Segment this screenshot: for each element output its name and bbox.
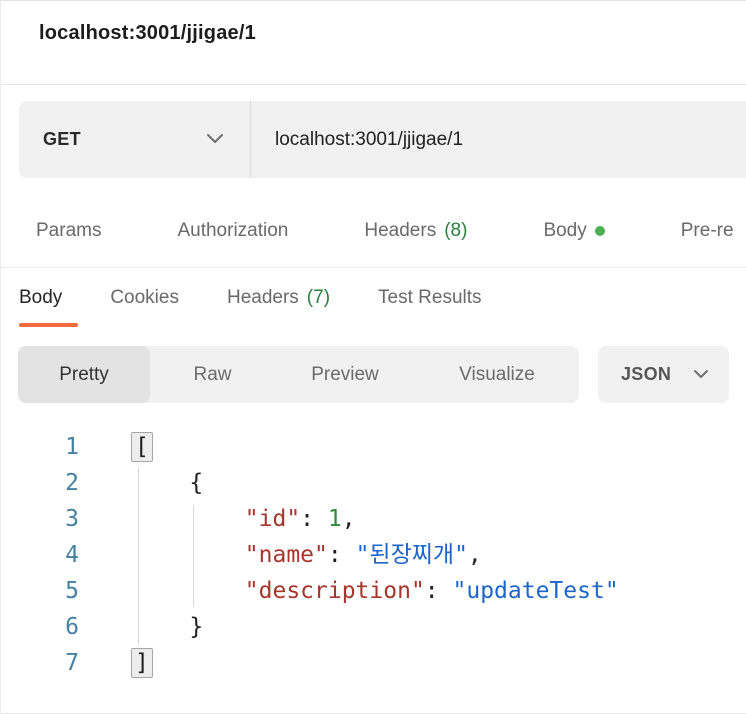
response-format-dropdown[interactable]: JSON [598, 346, 729, 403]
chevron-down-icon [693, 366, 709, 384]
code-content: } [134, 614, 204, 640]
method-select[interactable]: GET [19, 101, 250, 178]
code-line: 4 "name": "된장찌개", [1, 537, 746, 573]
code-line: 7] [1, 645, 746, 681]
matched-bracket-highlight: [ [131, 432, 153, 462]
line-number: 5 [65, 578, 79, 604]
code-content: { [134, 470, 204, 496]
code-content: [ [131, 429, 153, 465]
view-mode-raw[interactable]: Raw [193, 363, 232, 385]
tab-label: Authorization [177, 220, 289, 241]
tab-label: Pre-re [680, 220, 734, 241]
tab-label: Headers [226, 287, 299, 308]
tab-label: Body [19, 287, 63, 308]
tab-params[interactable]: Params [36, 220, 101, 242]
tab-body[interactable]: Body [19, 287, 62, 309]
code-content: "name": "된장찌개", [244, 542, 482, 568]
response-view-mode-toggle: Pretty Raw Preview Visualize [18, 346, 579, 403]
tab-cookies[interactable]: Cookies [110, 287, 179, 309]
code-content: ] [131, 645, 153, 681]
code-line: 6 } [1, 609, 746, 645]
active-tab-underline [19, 323, 78, 327]
view-mode-visualize[interactable]: Visualize [459, 363, 535, 385]
tab-headers[interactable]: Headers (7) [227, 287, 330, 309]
code-line: 2 { [1, 465, 746, 501]
tab-count-badge: (8) [444, 220, 468, 241]
request-url-bar: GET localhost:3001/jjigae/1 [19, 101, 746, 178]
tab-count-badge: (7) [306, 287, 331, 308]
tab-label: Cookies [110, 287, 179, 308]
code-content: "id": 1, [244, 506, 356, 532]
url-text: localhost:3001/jjigae/1 [275, 128, 464, 150]
line-number: 4 [65, 542, 79, 568]
tab-test-results[interactable]: Test Results [378, 287, 481, 309]
body-present-dot-icon [594, 226, 605, 236]
indent-guide [193, 505, 194, 607]
view-mode-preview[interactable]: Preview [311, 363, 379, 385]
response-tabs: Body Cookies Headers (7) Test Results [19, 284, 482, 312]
line-number: 1 [65, 434, 79, 460]
response-format-label: JSON [621, 364, 672, 384]
request-titlebar: localhost:3001/jjigae/1 [1, 1, 746, 85]
line-number: 2 [65, 470, 79, 496]
method-label: GET [43, 129, 81, 149]
tab-headers[interactable]: Headers (8) [364, 220, 467, 242]
method-url-divider [250, 101, 251, 178]
code-content: "description": "updateTest" [244, 578, 619, 604]
tab-label: Params [36, 220, 102, 241]
section-divider [1, 267, 746, 268]
code-line: 3 "id": 1, [1, 501, 746, 537]
response-body-viewer: 1[2 {3 "id": 1,4 "name": "된장찌개",5 "descr… [1, 429, 746, 681]
tab-label: Headers [364, 220, 437, 241]
request-tabs: Params Authorization Headers (8) Body Pre-re [36, 214, 734, 248]
view-mode-pretty[interactable]: Pretty [18, 346, 150, 403]
tab-label: Body [543, 220, 587, 241]
request-title: localhost:3001/jjigae/1 [39, 22, 256, 44]
matched-bracket-highlight: ] [131, 648, 153, 678]
line-number: 7 [65, 650, 79, 676]
url-input[interactable]: localhost:3001/jjigae/1 [251, 101, 746, 178]
chevron-down-icon [206, 131, 224, 149]
code-line: 5 "description": "updateTest" [1, 573, 746, 609]
code-line: 1[ [1, 429, 746, 465]
tab-label: Test Results [378, 287, 482, 308]
line-number: 3 [65, 506, 79, 532]
line-number: 6 [65, 614, 79, 640]
tab-body[interactable]: Body [543, 220, 605, 242]
tab-pre-re[interactable]: Pre-re [681, 220, 734, 242]
tab-authorization[interactable]: Authorization [177, 220, 288, 242]
indent-guide [138, 467, 139, 645]
